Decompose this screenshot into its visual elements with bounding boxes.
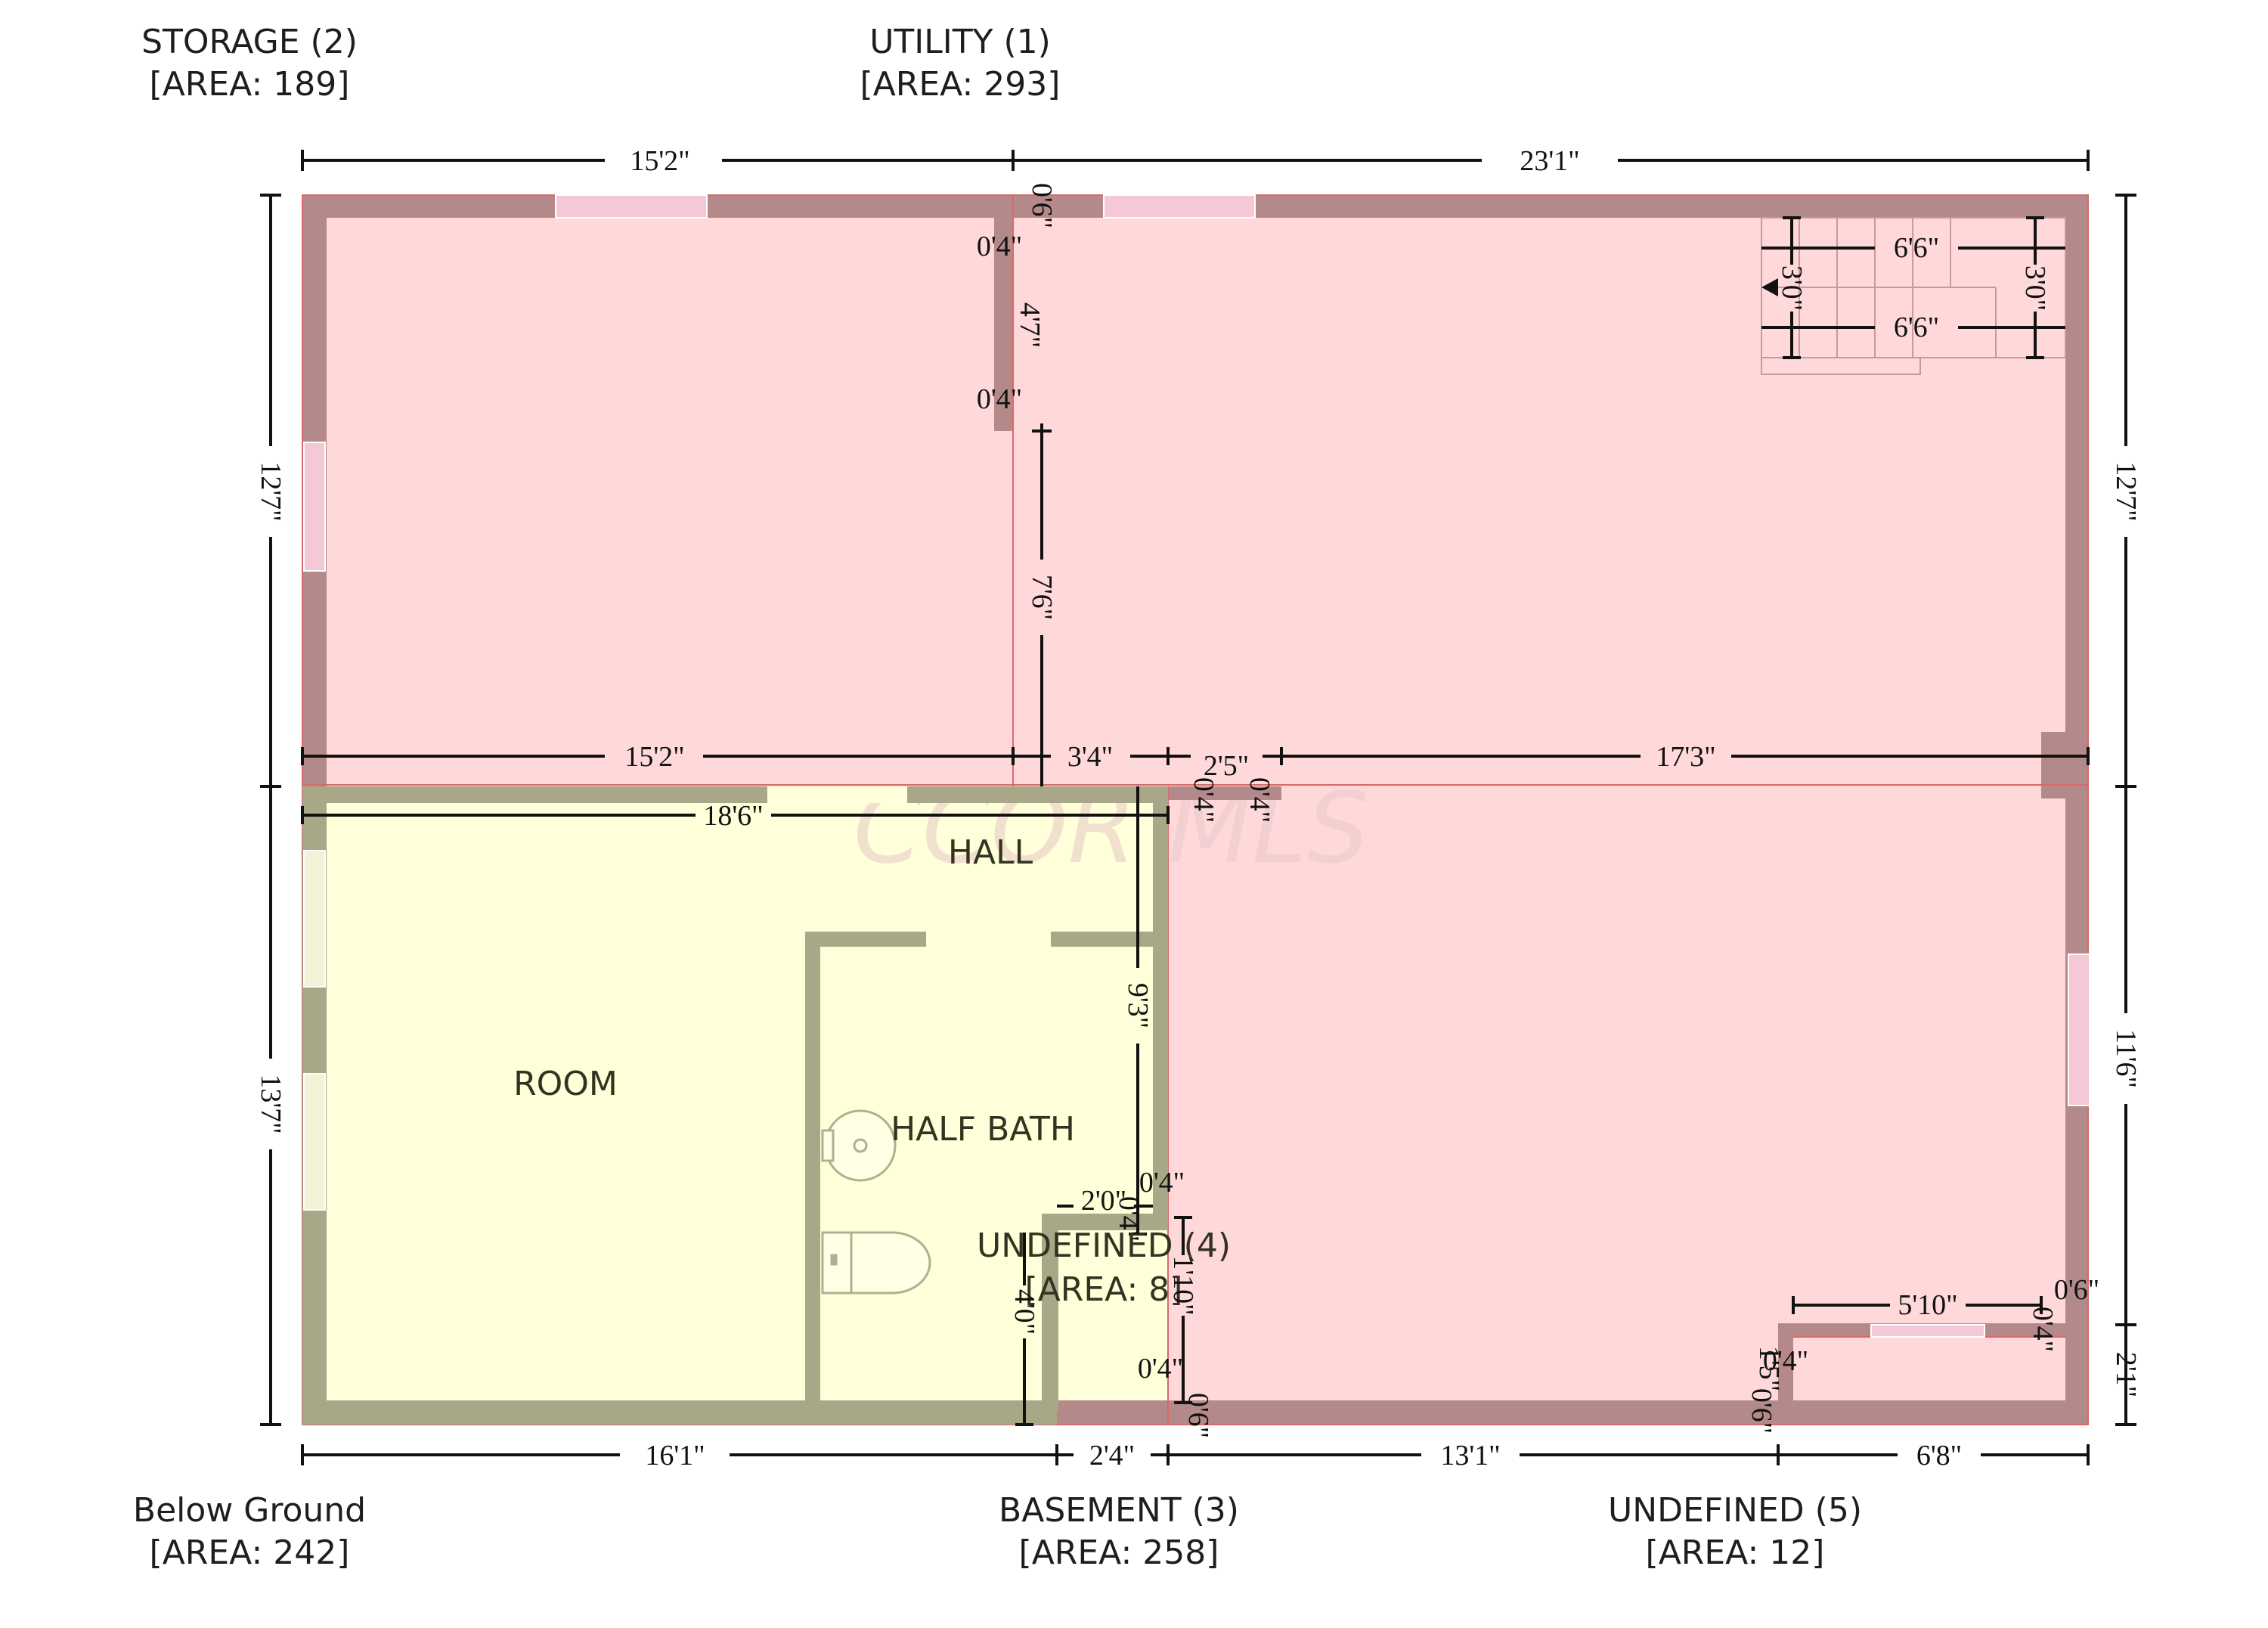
label-utility-name: UTILITY (1) (869, 23, 1051, 61)
dim-left-upper: 12'7" (255, 461, 287, 521)
stair-arrow-icon (1761, 278, 1778, 296)
dim-bottom-b: 2'4" (1089, 1440, 1135, 1471)
dim-hall-width: 18'6" (703, 800, 763, 832)
storage-area (302, 195, 1013, 786)
dim-stair-top: 6'6" (1894, 232, 1939, 264)
dim-mid-b: 3'4" (1067, 741, 1113, 773)
dim-u4-width: 2'0" (1081, 1185, 1126, 1217)
dim-right-lower: 2'1" (2110, 1352, 2142, 1397)
dim-u5-inner: 0'4" (1763, 1345, 1808, 1377)
dim-stair-bottom: 6'6" (1894, 312, 1939, 343)
label-undefined-5-area: [AREA: 12] (1645, 1533, 1825, 1572)
dim-mid-d: 17'3" (1656, 741, 1715, 773)
label-undefined-5-name: UNDEFINED (5) (1608, 1491, 1862, 1530)
dim-u4-bottom: 0'6" (1182, 1393, 1214, 1438)
label-undefined-5: UNDEFINED (5) [AREA: 12] (1508, 1490, 1962, 1574)
stairs (1761, 217, 2066, 375)
dim-bottom-c: 13'1" (1440, 1440, 1500, 1471)
dim-u4-small: 0'4" (1113, 1196, 1145, 1242)
dim-wall-a: 0'4" (977, 231, 1022, 262)
dim-u4-bottom-wall: 0'4" (1138, 1353, 1183, 1385)
label-storage-name: STORAGE (2) (141, 23, 358, 61)
dim-right-upper: 12'7" (2110, 461, 2142, 521)
hall-door-opening (767, 786, 907, 803)
dim-u4-height: 1'10" (1167, 1255, 1199, 1315)
sink-icon (821, 1109, 897, 1182)
dim-wall-len: 4'7" (1014, 302, 1046, 348)
dim-right-mid: 11'6" (2110, 1029, 2142, 1088)
label-storage-area: [AREA: 189] (149, 65, 350, 104)
dimension-lines (260, 150, 2136, 1465)
toilet-icon (821, 1231, 931, 1295)
dim-jog-b: 0'4" (1244, 777, 1275, 823)
dim-u4-left: 4'0" (1009, 1289, 1040, 1335)
windows-olive (303, 850, 326, 1211)
label-storage: STORAGE (2) [AREA: 189] (23, 21, 476, 106)
dim-u5-bottom: 0'6" (1746, 1388, 1777, 1434)
label-utility-area: [AREA: 293] (860, 65, 1061, 104)
room-area-undefined-4: [AREA: 8] (1025, 1270, 1183, 1309)
dim-bottom-a: 16'1" (645, 1440, 705, 1471)
dim-mid-a: 15'2" (624, 741, 684, 773)
dim-wall-b: 0'4" (977, 383, 1022, 415)
dim-left-lower: 13'7" (255, 1074, 287, 1133)
dim-wall-top: 0'6" (1026, 183, 1058, 228)
room-name-undefined-4: UNDEFINED (4) (977, 1226, 1231, 1265)
label-below-ground: Below Ground [AREA: 242] (23, 1490, 476, 1574)
basement-area (1168, 786, 2088, 1425)
dim-u5-right: 0'6" (2054, 1274, 2099, 1306)
room-name-room: ROOM (513, 1065, 618, 1103)
label-basement-name: BASEMENT (3) (999, 1491, 1239, 1530)
dim-mid-c: 2'5" (1204, 750, 1249, 782)
dim-opening: 7'6" (1026, 575, 1058, 620)
label-below-ground-name: Below Ground (132, 1491, 367, 1530)
label-basement: BASEMENT (3) [AREA: 258] (892, 1490, 1346, 1574)
label-below-ground-area: [AREA: 242] (149, 1533, 350, 1572)
dim-top-right: 23'1" (1520, 145, 1579, 177)
room-name-hall: HALL (948, 833, 1033, 872)
below-ground-area (302, 786, 1168, 1425)
label-utility: UTILITY (1) [AREA: 293] (733, 21, 1187, 106)
dim-u5-height: 1'5" (1753, 1346, 1785, 1391)
dim-bath-height: 9'3" (1122, 983, 1154, 1028)
bath-door-opening (926, 932, 1051, 947)
room-name-half-bath: HALF BATH (891, 1110, 1075, 1149)
dim-u5-width: 5'10" (1898, 1289, 1957, 1321)
dim-u5-wall: 0'4" (2027, 1307, 2059, 1352)
dim-bottom-d: 6'8" (1916, 1440, 1962, 1471)
dim-u4-wall: 0'4" (1139, 1167, 1185, 1199)
windows (303, 194, 2090, 1338)
dim-jog-a: 0'4" (1188, 777, 1219, 823)
label-basement-area: [AREA: 258] (1018, 1533, 1219, 1572)
dim-stair-right: 3'0" (2019, 265, 2051, 311)
dim-stair-left: 3'0" (1776, 265, 1808, 311)
dim-top-left: 15'2" (630, 145, 689, 177)
utility-area (1013, 195, 2088, 786)
